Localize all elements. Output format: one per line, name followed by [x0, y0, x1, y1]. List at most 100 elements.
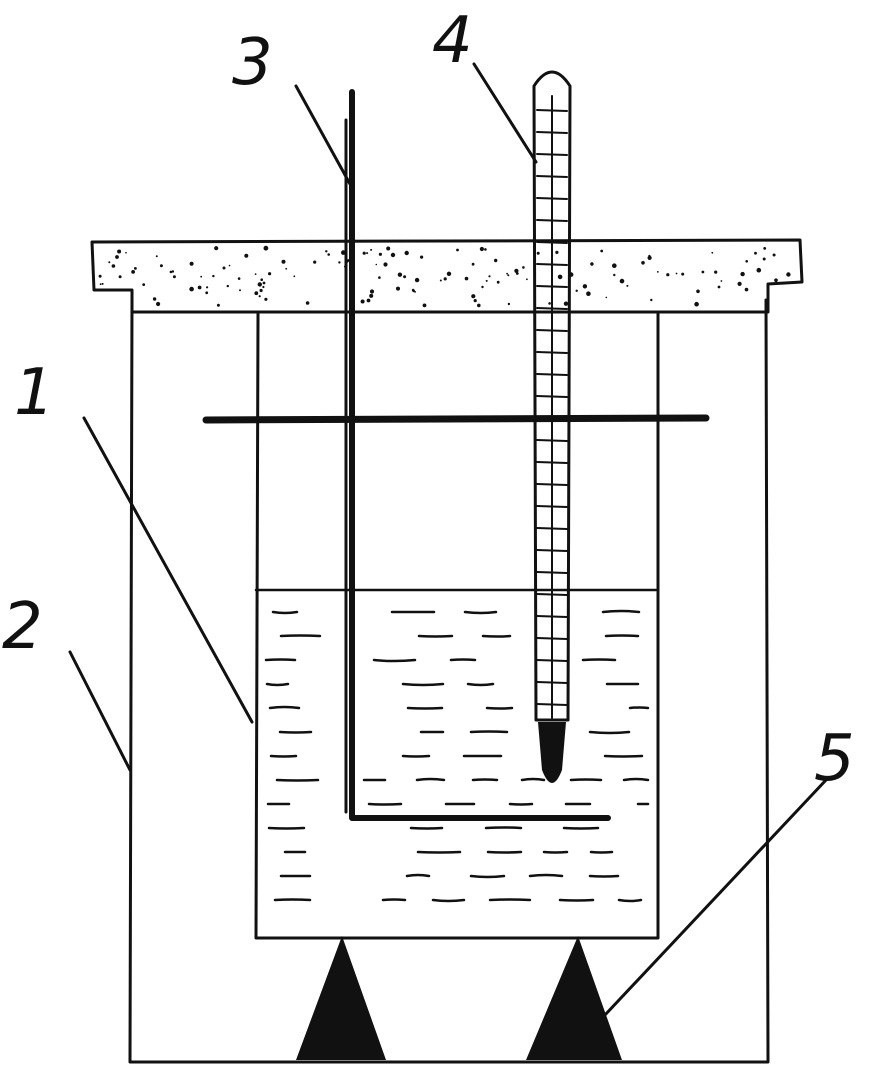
liquid-wave	[406, 706, 444, 710]
lid-speckle	[115, 255, 119, 259]
liquid-wave	[520, 777, 546, 782]
lid-speckle	[228, 264, 231, 267]
supports	[296, 936, 622, 1060]
lid-speckle	[200, 275, 203, 278]
liquid-wave	[275, 778, 320, 782]
lid-speckle	[259, 288, 263, 293]
thermometer-tick	[536, 219, 568, 222]
lid-speckle	[473, 299, 477, 303]
lid-speckle	[222, 266, 226, 270]
thermometer-tick	[536, 395, 568, 398]
lid-speckle	[262, 281, 266, 285]
thermometer-tick	[536, 549, 568, 552]
lid-speckle	[558, 275, 561, 278]
lid-speckle	[737, 281, 742, 286]
lid-speckles	[98, 245, 791, 308]
liquid-wave	[469, 730, 509, 734]
lid	[90, 238, 804, 314]
lid-speckle	[262, 285, 265, 289]
lid-speckle	[717, 285, 721, 289]
thermometer-tick	[536, 417, 568, 420]
lid-speckle	[226, 284, 229, 288]
liquid-wave	[372, 658, 417, 663]
liquid-wave	[588, 730, 631, 735]
lid-speckle	[117, 249, 122, 254]
lid-speckle	[414, 277, 420, 283]
liquid-wave	[265, 682, 290, 687]
lid-speckle	[125, 251, 127, 254]
thermometer-tick	[536, 263, 568, 266]
label-outer-vessel: 2	[2, 590, 43, 664]
liquid-wave	[485, 706, 514, 710]
outer-vessel	[128, 298, 770, 1064]
lid-speckle	[494, 258, 498, 263]
lid-speckle	[744, 287, 749, 292]
lid-speckle	[189, 261, 194, 266]
lid-speckle	[641, 261, 645, 265]
thermometer-bulb	[538, 722, 566, 783]
lid-speckle	[257, 282, 262, 287]
lid-speckle	[244, 253, 249, 258]
lid-speckle	[506, 272, 508, 275]
thermometer-tick	[536, 637, 568, 640]
liquid-wave	[431, 898, 466, 903]
lid-speckle	[471, 294, 476, 299]
liquid-wave	[622, 777, 650, 782]
lid-speckle	[456, 248, 459, 252]
liquid-wave	[278, 730, 313, 734]
lid-speckle	[414, 291, 416, 293]
lid-speckle	[360, 299, 365, 304]
lid-speckle	[563, 301, 569, 306]
cross-bar	[202, 414, 710, 424]
lid-speckle	[446, 271, 452, 276]
liquid-wave	[488, 898, 532, 902]
liquid-wave	[484, 826, 523, 830]
lid-speckle	[443, 277, 447, 281]
lid-speckle	[142, 283, 146, 286]
lid-speckle	[471, 262, 475, 266]
thermometer-tick	[536, 439, 568, 442]
lid-speckle	[403, 275, 407, 279]
lid-speckle	[696, 289, 700, 294]
liquid-wave	[264, 658, 297, 662]
lid-speckle	[378, 276, 381, 279]
lid-speckle	[586, 291, 591, 297]
liquid-wave	[569, 778, 603, 782]
thermometer-tick	[536, 483, 568, 486]
lid-speckle	[281, 259, 286, 264]
lid-speckle	[484, 248, 487, 251]
lid-speckle	[514, 268, 519, 273]
lid-speckle	[420, 255, 424, 259]
lid-speckle	[481, 285, 484, 289]
lid-speckle	[745, 260, 748, 263]
thermometer-tick	[536, 351, 568, 354]
liquid-wave	[415, 777, 446, 782]
liquid-wave	[401, 754, 431, 758]
liquid-wave	[617, 898, 643, 903]
lid-speckle	[118, 275, 122, 279]
thermometer-tick	[536, 175, 568, 178]
lid-speckle	[619, 278, 625, 284]
leader-lines	[68, 62, 828, 1018]
liquid-wave	[581, 658, 617, 662]
lid-speckle	[522, 266, 525, 269]
lid-speckle	[590, 262, 594, 266]
lid-speckle	[169, 270, 173, 274]
lid-speckle	[155, 255, 158, 258]
lid-speckle	[763, 247, 767, 250]
thermometer-tick	[536, 461, 568, 464]
lid-speckle	[740, 271, 745, 277]
lid-speckle	[341, 250, 346, 255]
stirrer	[344, 89, 611, 821]
liquid-wave	[367, 802, 403, 806]
lid-speckle	[197, 285, 202, 290]
liquid-wave	[405, 873, 431, 878]
lid-speckle	[254, 273, 257, 275]
lid-speckle	[205, 291, 209, 295]
lid-speckle	[172, 275, 176, 279]
label-inner-vessel: 1	[14, 356, 55, 430]
lid-speckle	[694, 301, 699, 307]
lid-speckle	[666, 273, 670, 277]
lid-speckle	[152, 297, 157, 301]
